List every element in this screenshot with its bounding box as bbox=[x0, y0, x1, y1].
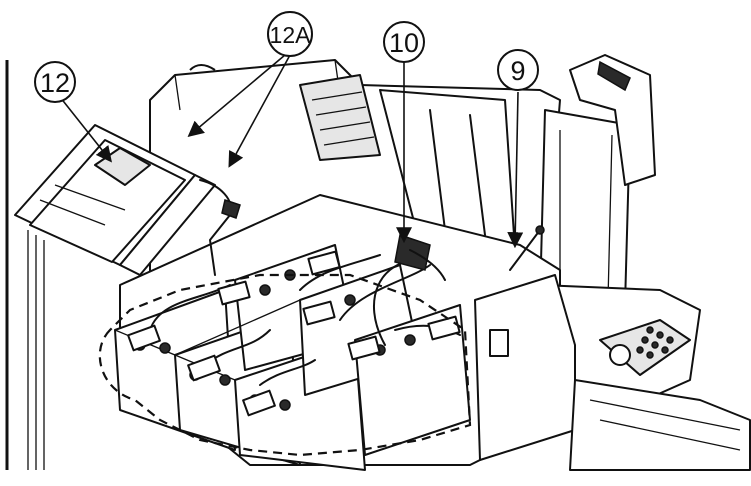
callout-12: 12 bbox=[34, 61, 76, 103]
side-box bbox=[474, 225, 576, 461]
callout-9-label: 9 bbox=[510, 56, 525, 86]
callout-12a-label: 12A bbox=[270, 22, 312, 48]
charger-connector bbox=[199, 179, 241, 276]
callout-10: 10 bbox=[383, 21, 425, 63]
raised-cover-plate bbox=[379, 89, 516, 251]
left-frame-post bbox=[5, 60, 45, 470]
leader-12a-2 bbox=[187, 54, 286, 138]
callout-10-label: 10 bbox=[389, 28, 419, 58]
cable-connectors bbox=[127, 250, 461, 417]
floor-plate bbox=[569, 379, 751, 471]
callout-12-label: 12 bbox=[40, 68, 70, 98]
tiller-column bbox=[539, 54, 656, 306]
leader-9 bbox=[507, 91, 524, 249]
rear-pad bbox=[299, 74, 381, 161]
callout-12a: 12A bbox=[267, 11, 313, 57]
callout-9: 9 bbox=[497, 49, 539, 91]
battery-pack bbox=[114, 244, 471, 471]
leader-12 bbox=[59, 96, 112, 163]
battery-connector bbox=[394, 234, 446, 281]
leader-12a-1 bbox=[228, 54, 291, 168]
keypad bbox=[636, 326, 674, 359]
